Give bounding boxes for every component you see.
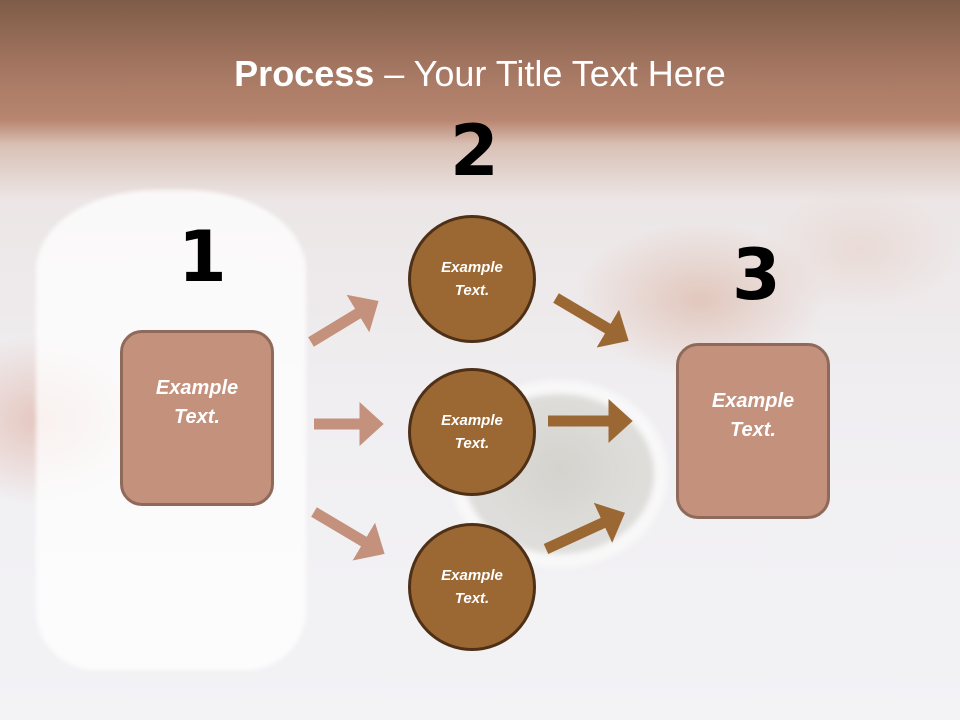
circle-line2: Text. bbox=[454, 282, 490, 299]
arrow-1-to-top bbox=[308, 294, 379, 347]
step-1-line2: Text. bbox=[174, 406, 220, 428]
slide-title: Process – Your Title Text Here bbox=[0, 52, 960, 96]
step-1-number: 1 bbox=[178, 216, 227, 298]
step-3-line2: Text. bbox=[730, 419, 776, 441]
circle-line2: Text. bbox=[454, 590, 490, 607]
title-bold: Process bbox=[234, 53, 375, 94]
circle-line2: Text. bbox=[454, 435, 490, 452]
circle-line1: Example bbox=[441, 259, 503, 276]
step-1-line1: Example bbox=[155, 377, 239, 399]
step-3-number: 3 bbox=[732, 234, 781, 316]
arrow-bottom-to-3 bbox=[543, 502, 625, 554]
arrow-1-to-bottom bbox=[311, 507, 385, 561]
step-3-line1: Example bbox=[711, 390, 795, 412]
arrow-top-to-3 bbox=[553, 293, 629, 348]
circle-line1: Example bbox=[441, 412, 503, 429]
circle-line1: Example bbox=[441, 567, 503, 584]
step-2-number: 2 bbox=[450, 110, 499, 192]
title-rest: – Your Title Text Here bbox=[374, 53, 726, 94]
